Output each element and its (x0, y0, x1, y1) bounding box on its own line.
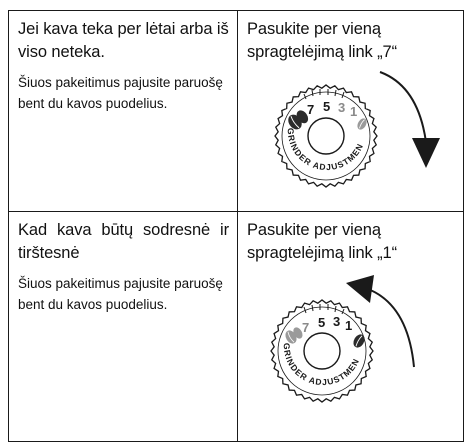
dial-number: 1 (345, 318, 352, 333)
condition-cell: Kad kava būtų sodresnė ir tirštesnė Šiuo… (8, 211, 238, 442)
rotate-clockwise-arrow-icon (379, 71, 427, 143)
instruction-table: Jei kava teka per lėtai arba iš viso net… (8, 10, 464, 442)
light-bean-icon (285, 327, 303, 344)
dark-bean-icon (353, 334, 365, 348)
grinder-dial: 7 5 3 1 GRIN (238, 265, 463, 423)
table-row: Kad kava būtų sodresnė ir tirštesnė Šiuo… (8, 211, 464, 442)
action-text: Pasukite per vieną spragtelėjimą link „7… (247, 20, 398, 61)
rotate-counterclockwise-arrow-icon (367, 288, 415, 368)
dial-number: 7 (302, 320, 309, 335)
grinder-dial-svg: 7 5 3 1 (274, 71, 440, 188)
note-text: Šiuos pakeitimus pajusite paruošę bent d… (18, 276, 223, 312)
dial-ticks (303, 304, 345, 315)
dial-center-knob (303, 332, 341, 370)
action-text: Pasukite per vieną spragtelėjimą link „1… (247, 221, 398, 262)
dial-inner-ring (277, 306, 367, 396)
condition-cell: Jei kava teka per lėtai arba iš viso net… (8, 10, 238, 212)
note-text: Šiuos pakeitimus pajusite paruošę bent d… (18, 75, 223, 111)
dial-center-knob (307, 117, 345, 155)
arrow-head-icon (412, 138, 440, 168)
condition-text: Kad kava būtų sodresnė ir tirštesnė (18, 221, 229, 262)
grinder-dial: 7 5 3 1 (238, 64, 463, 192)
dial-ticks (303, 89, 345, 100)
action-cell: Pasukite per vieną spragtelėjimą link „1… (237, 211, 464, 442)
dial-number: 5 (323, 99, 330, 114)
dial-number: 1 (350, 104, 357, 119)
dial-number: 5 (318, 315, 325, 330)
dial-number: 7 (307, 102, 314, 117)
light-bean-icon (357, 118, 367, 130)
dial-serrated-edge (270, 299, 374, 403)
condition-text: Jei kava teka per lėtai arba iš viso net… (18, 20, 229, 61)
action-cell: Pasukite per vieną spragtelėjimą link „7… (237, 10, 464, 212)
dial-number: 3 (338, 100, 345, 115)
arrow-head-icon (346, 275, 374, 303)
table-row: Jei kava teka per lėtai arba iš viso net… (8, 10, 464, 212)
dial-serrated-edge (274, 84, 378, 188)
dial-inner-ring (281, 91, 371, 181)
grinder-dial-svg: 7 5 3 1 GRIN (270, 275, 415, 403)
dark-bean-icon (288, 110, 309, 130)
dial-number: 3 (333, 314, 340, 329)
